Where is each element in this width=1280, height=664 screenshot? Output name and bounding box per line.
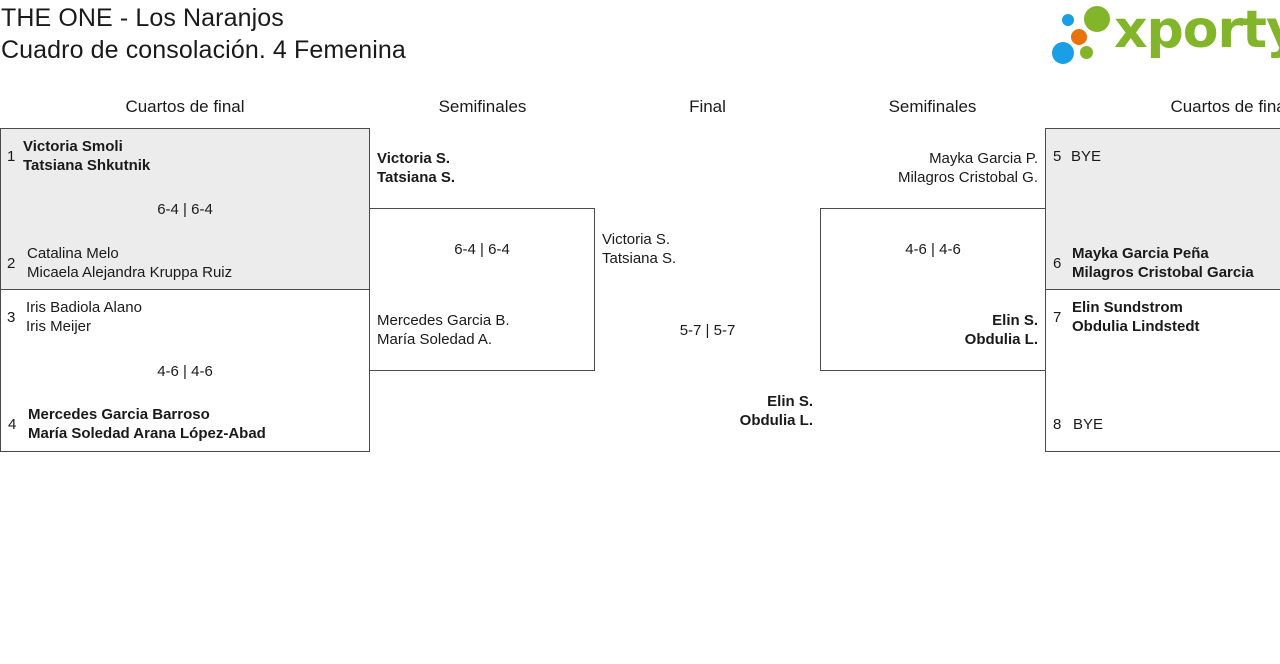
team-6-winner: Mayka Garcia Peña Milagros Cristobal Gar… <box>1072 244 1254 282</box>
left-qf-match-1[interactable]: 1 Victoria Smoli Tatsiana Shkutnik 6-4 |… <box>0 128 370 290</box>
match-score: 4-6 | 4-6 <box>905 241 961 258</box>
final-score: 5-7 | 5-7 <box>679 322 736 339</box>
right-qf-match-2[interactable]: 7 Elin Sundstrom Obdulia Lindstedt 8 BYE <box>1045 289 1280 452</box>
right-sf-team-bottom-winner: Elin S. Obdulia L. <box>841 311 1038 349</box>
player-name: Victoria S. <box>377 150 451 167</box>
team-3: Iris Badiola Alano Iris Meijer <box>26 298 142 336</box>
player-name: Tatsiana S. <box>602 250 677 267</box>
player-name: Elin Sundstrom <box>1072 299 1183 316</box>
seed-number: 5 <box>1053 148 1062 165</box>
player-name: Mercedes Garcia Barroso <box>28 406 210 423</box>
player-name: María Soledad A. <box>377 331 493 348</box>
xporty-logo-text: xporty <box>1114 0 1280 60</box>
team-8-bye: BYE <box>1073 415 1103 434</box>
player-name: Milagros Cristobal Garcia <box>1072 264 1254 281</box>
round-header-left-semifinals: Semifinales <box>438 97 527 116</box>
page-title: THE ONE - Los Naranjos Cuadro de consola… <box>1 2 406 66</box>
player-name: Mayka Garcia P. <box>929 150 1038 167</box>
team-2: Catalina Melo Micaela Alejandra Kruppa R… <box>27 244 232 282</box>
match-score: 6-4 | 6-4 <box>157 201 213 218</box>
match-score: 4-6 | 4-6 <box>157 363 213 380</box>
round-header-right-quarterfinals: Cuartos de final <box>1170 97 1280 116</box>
draw-name: Cuadro de consolación. 4 Femenina <box>1 36 406 64</box>
player-name: Iris Meijer <box>26 318 92 335</box>
player-name: Obdulia Lindstedt <box>1072 318 1200 335</box>
team-1-winner: Victoria Smoli Tatsiana Shkutnik <box>23 137 150 175</box>
player-name: Catalina Melo <box>27 245 119 262</box>
left-qf-match-2[interactable]: 3 Iris Badiola Alano Iris Meijer 4-6 | 4… <box>0 289 370 452</box>
player-name: BYE <box>1073 416 1104 433</box>
player-name: Mercedes Garcia B. <box>377 312 510 329</box>
player-name: Tatsiana S. <box>377 169 456 186</box>
seed-number: 8 <box>1053 416 1062 433</box>
left-sf-team-bottom: Mercedes Garcia B. María Soledad A. <box>377 311 510 349</box>
right-sf-team-top: Mayka Garcia P. Milagros Cristobal G. <box>840 149 1038 187</box>
seed-number: 2 <box>7 255 16 272</box>
player-name: Obdulia L. <box>964 331 1038 348</box>
xporty-logo: xporty <box>1052 0 1280 66</box>
player-name: BYE <box>1071 148 1102 165</box>
player-name: María Soledad Arana López-Abad <box>28 425 266 442</box>
player-name: Obdulia L. <box>739 412 813 429</box>
player-name: Tatsiana Shkutnik <box>23 157 151 174</box>
left-sf-team-top-winner: Victoria S. Tatsiana S. <box>377 149 455 187</box>
right-sf-match[interactable]: 4-6 | 4-6 Elin S. Obdulia L. <box>820 208 1046 371</box>
player-name: Iris Badiola Alano <box>26 299 142 316</box>
left-sf-match[interactable]: 6-4 | 6-4 Mercedes Garcia B. María Soled… <box>369 208 595 371</box>
match-score: 6-4 | 6-4 <box>454 241 510 258</box>
player-name: Elin S. <box>992 312 1038 329</box>
seed-number: 6 <box>1053 255 1062 272</box>
player-name: Victoria S. <box>602 231 671 248</box>
final-team-bottom-winner: Elin S. Obdulia L. <box>700 392 813 430</box>
player-name: Micaela Alejandra Kruppa Ruiz <box>27 264 233 281</box>
team-4-winner: Mercedes Garcia Barroso María Soledad Ar… <box>28 405 266 443</box>
tournament-name: THE ONE - Los Naranjos <box>1 4 284 32</box>
seed-number: 3 <box>7 309 16 326</box>
round-header-final: Final <box>689 97 726 116</box>
round-header-left-quarterfinals: Cuartos de final <box>125 97 245 116</box>
player-name: Milagros Cristobal G. <box>897 169 1038 186</box>
seed-number: 7 <box>1053 309 1062 326</box>
right-qf-match-1[interactable]: 5 BYE 6 Mayka Garcia Peña Milagros Crist… <box>1045 128 1280 290</box>
team-7-winner: Elin Sundstrom Obdulia Lindstedt <box>1072 298 1200 336</box>
player-name: Elin S. <box>767 393 813 410</box>
seed-number: 1 <box>7 148 16 165</box>
final-team-top: Victoria S. Tatsiana S. <box>602 230 676 268</box>
player-name: Mayka Garcia Peña <box>1072 245 1209 262</box>
player-name: Victoria Smoli <box>23 138 123 155</box>
round-header-right-semifinals: Semifinales <box>888 97 977 116</box>
seed-number: 4 <box>8 416 17 433</box>
team-5-bye: BYE <box>1071 147 1101 166</box>
